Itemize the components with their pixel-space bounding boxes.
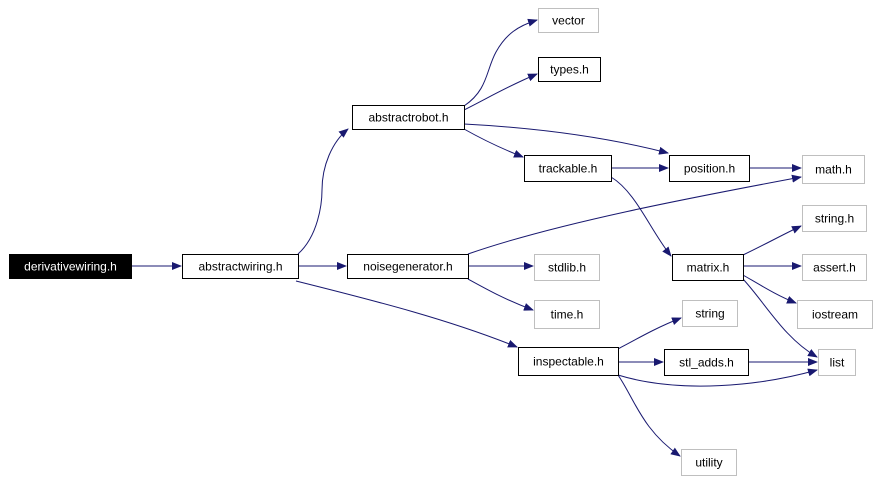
edge-trackable-to-matrix bbox=[610, 176, 672, 257]
node-label: types.h bbox=[550, 63, 589, 77]
edge-matrix-to-string_h bbox=[742, 225, 802, 256]
node-label: stdlib.h bbox=[548, 261, 586, 275]
edge-abstractrobot-to-vector bbox=[463, 18, 538, 107]
node-label: trackable.h bbox=[539, 162, 598, 176]
node-label: matrix.h bbox=[687, 261, 730, 275]
node-box bbox=[818, 349, 856, 376]
edge-noisegenerator-to-math bbox=[467, 174, 802, 255]
node-label: math.h bbox=[815, 163, 852, 177]
node-box bbox=[669, 155, 750, 182]
edge-abstractrobot-to-trackable bbox=[463, 128, 524, 158]
node-box bbox=[681, 449, 737, 476]
node-box bbox=[802, 155, 865, 184]
edges-layer bbox=[131, 18, 818, 457]
node-box bbox=[534, 300, 600, 329]
node-box bbox=[538, 8, 599, 33]
node-vector: vector bbox=[538, 8, 599, 33]
node-label: assert.h bbox=[813, 261, 856, 275]
node-list: list bbox=[818, 349, 856, 376]
node-string: string bbox=[682, 300, 738, 327]
node-box bbox=[538, 57, 601, 82]
node-assert: assert.h bbox=[802, 254, 867, 281]
edge-matrix-to-list bbox=[742, 278, 818, 358]
node-box bbox=[802, 254, 867, 281]
node-matrix[interactable]: matrix.h bbox=[672, 254, 744, 281]
edge-abstractrobot-to-position bbox=[463, 123, 669, 155]
node-label: list bbox=[830, 356, 845, 370]
edge-inspectable-to-utility bbox=[617, 374, 681, 457]
edge-noisegenerator-to-time bbox=[467, 278, 534, 311]
node-label: abstractrobot.h bbox=[368, 111, 448, 125]
node-label: stl_adds.h bbox=[679, 356, 734, 370]
node-label: noisegenerator.h bbox=[363, 260, 452, 274]
node-box bbox=[352, 105, 465, 130]
node-box bbox=[518, 347, 619, 376]
node-label: derivativewiring.h bbox=[24, 260, 117, 274]
node-box bbox=[664, 349, 749, 376]
node-label: iostream bbox=[812, 308, 858, 322]
node-box bbox=[182, 254, 299, 279]
node-stl-adds[interactable]: stl_adds.h bbox=[664, 349, 749, 376]
node-inspectable[interactable]: inspectable.h bbox=[518, 347, 619, 376]
node-label: string bbox=[695, 307, 724, 321]
edge-matrix-to-iostream bbox=[742, 274, 797, 304]
node-box bbox=[524, 155, 612, 182]
node-label: inspectable.h bbox=[533, 355, 604, 369]
node-string-h: string.h bbox=[802, 205, 867, 232]
node-label: abstractwiring.h bbox=[198, 260, 282, 274]
node-trackable[interactable]: trackable.h bbox=[524, 155, 612, 182]
node-label: vector bbox=[552, 14, 585, 28]
node-math: math.h bbox=[802, 155, 865, 184]
edge-abstractwiring-to-abstractrobot bbox=[297, 128, 349, 255]
node-derivativewiring[interactable]: derivativewiring.h bbox=[9, 254, 132, 279]
node-box bbox=[9, 254, 132, 279]
node-label: utility bbox=[695, 456, 722, 470]
node-types[interactable]: types.h bbox=[538, 57, 601, 82]
node-box bbox=[672, 254, 744, 281]
node-label: position.h bbox=[684, 162, 735, 176]
node-abstractwiring[interactable]: abstractwiring.h bbox=[182, 254, 299, 279]
node-iostream: iostream bbox=[797, 300, 873, 329]
edge-abstractwiring-to-inspectable bbox=[295, 280, 518, 348]
node-noisegenerator[interactable]: noisegenerator.h bbox=[347, 254, 469, 279]
node-label: string.h bbox=[815, 212, 854, 226]
node-box bbox=[682, 300, 738, 327]
edge-abstractrobot-to-types bbox=[463, 73, 538, 111]
node-box bbox=[347, 254, 469, 279]
node-time: time.h bbox=[534, 300, 600, 329]
edge-inspectable-to-string bbox=[617, 317, 682, 350]
node-abstractrobot[interactable]: abstractrobot.h bbox=[352, 105, 465, 130]
node-utility: utility bbox=[681, 449, 737, 476]
node-stdlib: stdlib.h bbox=[534, 254, 600, 281]
node-box bbox=[797, 300, 873, 329]
node-box bbox=[802, 205, 867, 232]
edge-inspectable-to-list bbox=[617, 368, 818, 387]
node-box bbox=[534, 254, 600, 281]
node-label: time.h bbox=[551, 308, 584, 322]
nodes-layer: derivativewiring.h abstractwiring.h abstra… bbox=[9, 8, 873, 476]
node-position[interactable]: position.h bbox=[669, 155, 750, 182]
